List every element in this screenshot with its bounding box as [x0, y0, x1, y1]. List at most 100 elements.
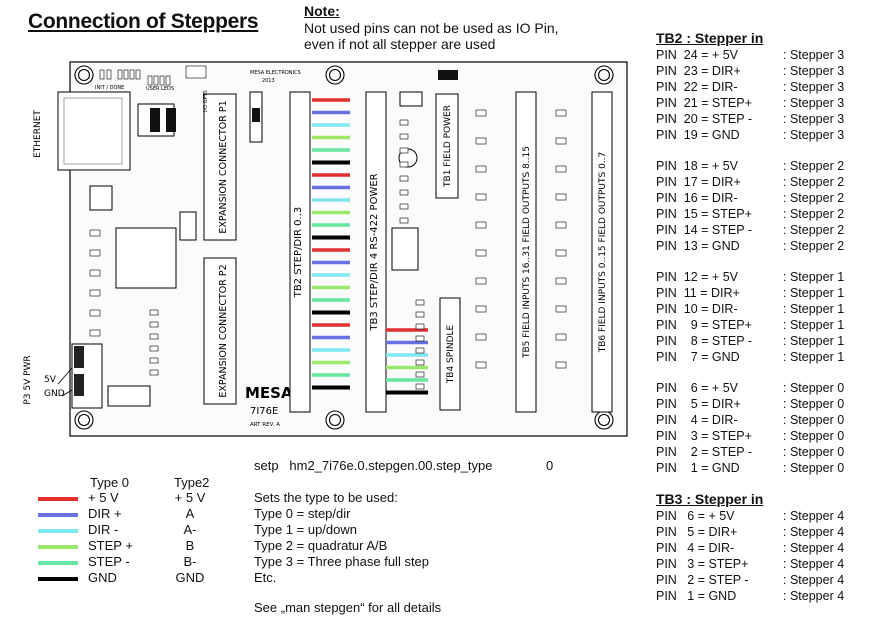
pin-stepper: : Stepper 4	[783, 524, 845, 539]
maker-label: MESA ELECTRONICS	[250, 70, 301, 76]
pin-label: PIN 16 = DIR-	[656, 190, 738, 205]
pin-stepper: : Stepper 3	[783, 95, 845, 110]
mounting-holes	[74, 65, 614, 430]
pin-label: PIN 1 = GND	[656, 460, 740, 475]
component	[149, 321, 159, 328]
component	[399, 203, 409, 210]
component	[555, 165, 567, 173]
pin-stepper: : Stepper 1	[783, 317, 845, 332]
component	[555, 333, 567, 341]
pin-label: PIN 2 = STEP -	[656, 572, 749, 587]
pin-label: PIN 10 = DIR-	[656, 301, 738, 316]
component	[415, 299, 425, 306]
legend-type0-label: GND	[88, 570, 117, 585]
component	[89, 269, 101, 277]
types-intro: Sets the type to be used:	[254, 490, 398, 505]
setp-command: setp hm2_7i76e.0.stepgen.00.step_type	[254, 458, 493, 473]
pin-stepper: : Stepper 2	[783, 238, 845, 253]
pin-label: PIN 1 = GND	[656, 588, 737, 603]
ethernet-label: ETHERNET	[33, 110, 43, 158]
component	[475, 165, 487, 173]
component	[555, 277, 567, 285]
component	[415, 371, 425, 378]
pin-stepper: : Stepper 1	[783, 333, 845, 348]
tb5-connector	[515, 91, 537, 413]
component	[475, 277, 487, 285]
types-see: See „man stepgen“ for all details	[254, 600, 442, 615]
tb6-connector	[591, 91, 613, 413]
component	[149, 333, 159, 340]
ethernet-jack	[57, 91, 131, 171]
io-opts-label: I/O OPTS	[203, 90, 209, 112]
pin-label: PIN 3 = STEP+	[656, 556, 749, 571]
legend-type0-label: DIR +	[88, 506, 122, 521]
p2-label: EXPANSION CONNECTOR P2	[218, 264, 229, 397]
component	[399, 189, 409, 196]
type-line: Type 2 = quadratur A/B	[254, 538, 388, 553]
pin-label: PIN 9 = STEP+	[656, 317, 752, 332]
legend-row: STEP -B-	[38, 554, 258, 570]
user-leds-label: USER LEDS	[146, 86, 174, 92]
pin-stepper: : Stepper 1	[783, 270, 845, 284]
legend-type0-label: STEP +	[88, 538, 133, 553]
pin-label: PIN 24 = + 5V	[656, 48, 738, 62]
tb1-connector	[435, 93, 459, 199]
mesa-logo: MESA	[245, 384, 293, 402]
init-leds-label: INIT / DONE	[95, 85, 124, 91]
pin-label: PIN 20 = STEP -	[656, 111, 752, 126]
pin-stepper: : Stepper 4	[783, 540, 845, 555]
component	[399, 217, 409, 224]
pin-stepper: : Stepper 3	[783, 48, 845, 62]
legend-swatch	[38, 577, 78, 581]
component	[149, 369, 159, 376]
legend-row: DIR + A	[38, 506, 258, 522]
pin-label: PIN 7 = GND	[656, 349, 740, 364]
pin-stepper: : Stepper 0	[783, 444, 845, 459]
year-label: 2013	[262, 78, 275, 84]
component	[475, 333, 487, 341]
pin-stepper: : Stepper 2	[783, 190, 845, 205]
pin-stepper: : Stepper 3	[783, 127, 845, 142]
pin-label: PIN 12 = + 5V	[656, 270, 738, 284]
type-line: Type 3 = Three phase full step	[254, 554, 430, 569]
component	[399, 161, 409, 168]
legend-swatch	[38, 529, 78, 533]
type-line: Type 0 = step/dir	[254, 506, 351, 521]
component	[415, 347, 425, 354]
component	[415, 311, 425, 318]
pin-label: PIN 14 = STEP -	[656, 222, 752, 237]
component	[415, 323, 425, 330]
legend-type0-label: + 5 V	[88, 490, 119, 505]
pin-label: PIN 2 = STEP -	[656, 444, 752, 459]
pin-stepper: : Stepper 4	[783, 556, 845, 571]
setp-value: 0	[546, 458, 554, 473]
pin-label: PIN 11 = DIR+	[656, 285, 740, 300]
legend-type2-label: GND	[175, 570, 205, 585]
component	[555, 249, 567, 257]
pin-label: PIN 5 = DIR+	[656, 524, 738, 539]
power-label: P3 5V PWR	[23, 355, 33, 404]
board-diagram: ETHERNET P3 5V PWR 5V GND EXPANSION CONN…	[23, 61, 628, 437]
pin-stepper: : Stepper 0	[783, 428, 845, 443]
tb4-connector	[439, 297, 461, 411]
pin-label: PIN 23 = DIR+	[656, 63, 741, 78]
pin-label: PIN 18 = + 5V	[656, 159, 738, 173]
legend-type2-label: A	[185, 506, 195, 521]
type-line: Etc.	[254, 570, 277, 585]
component	[475, 249, 487, 257]
legend-type0-label: DIR -	[88, 522, 119, 537]
pin-stepper: : Stepper 3	[783, 79, 845, 94]
page-title: Connection of Steppers	[28, 10, 259, 33]
power-gnd-label: GND	[44, 389, 65, 399]
legend-type2-label: B	[185, 538, 195, 553]
legend-type2-label: A-	[183, 522, 197, 537]
pin-stepper: : Stepper 3	[783, 111, 845, 126]
component	[149, 357, 159, 364]
pin-label: PIN 21 = STEP+	[656, 95, 752, 110]
component	[475, 109, 487, 117]
component	[399, 133, 409, 140]
pin-stepper: : Stepper 1	[783, 301, 845, 316]
component	[555, 137, 567, 145]
tb3-connector	[365, 91, 387, 413]
pin-label: PIN 6 = + 5V	[656, 381, 738, 395]
